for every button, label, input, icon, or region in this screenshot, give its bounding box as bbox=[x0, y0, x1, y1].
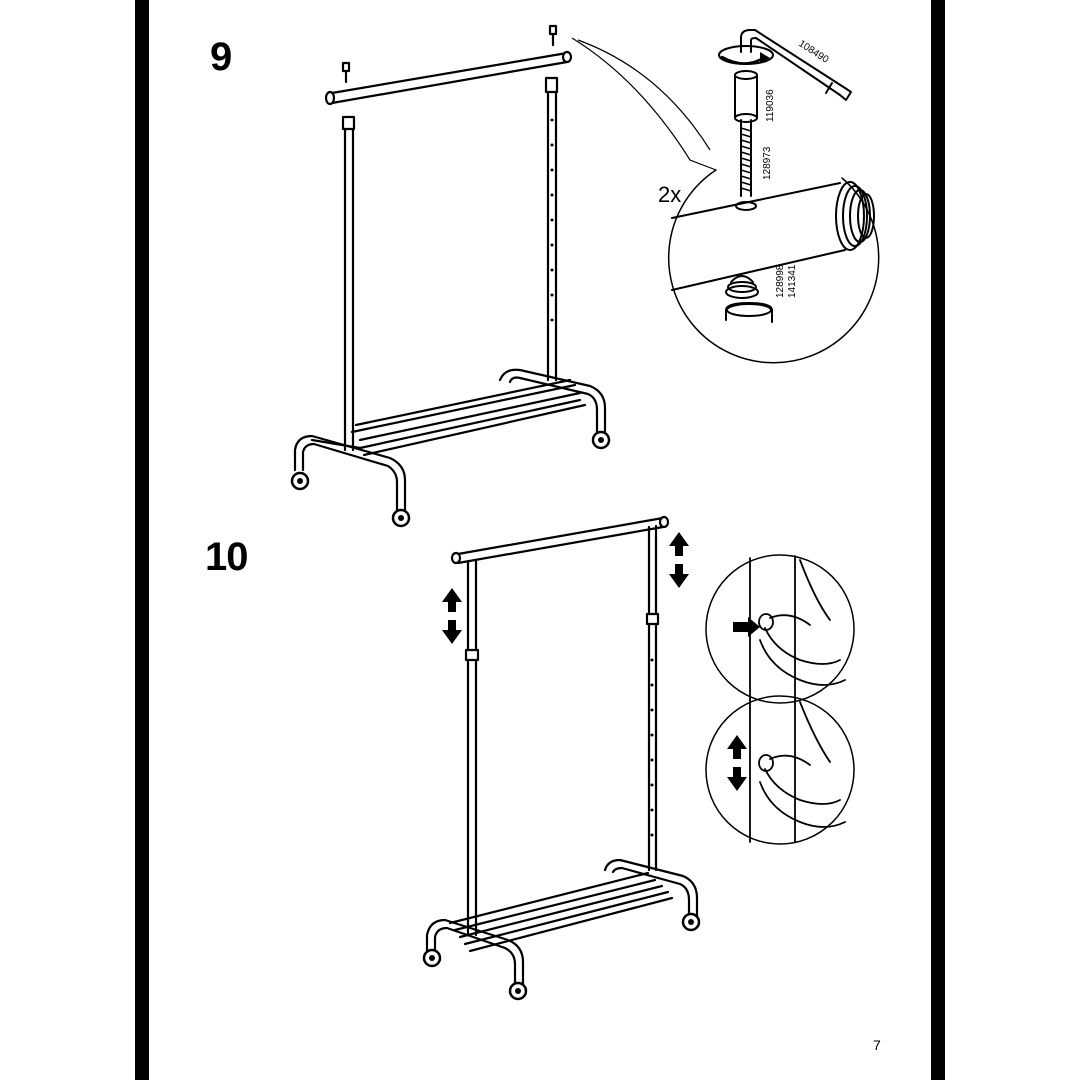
part-number-128998: 128998 bbox=[775, 264, 786, 298]
step10-rack-illustration bbox=[425, 515, 699, 990]
wheel bbox=[290, 471, 310, 491]
step-number-9: 9 bbox=[210, 35, 232, 79]
part-number-119036: 119036 bbox=[765, 89, 776, 122]
up-down-arrow-icon bbox=[669, 532, 689, 588]
step9-detail-illustration bbox=[667, 29, 880, 364]
wheel bbox=[422, 948, 442, 968]
quantity-label: 2x bbox=[658, 182, 681, 207]
step10-detail-adjust bbox=[705, 695, 855, 845]
up-down-arrow-icon bbox=[727, 735, 747, 791]
up-down-arrow-icon bbox=[442, 588, 462, 644]
left-border-bar bbox=[135, 0, 149, 1080]
part-number-128973: 128973 bbox=[762, 146, 773, 180]
push-arrow-icon bbox=[733, 617, 760, 637]
allen-key-icon bbox=[740, 29, 852, 101]
wheel bbox=[508, 981, 528, 1001]
wheel bbox=[391, 508, 411, 528]
part-number-141341: 141341 bbox=[787, 264, 798, 298]
right-border-bar bbox=[931, 0, 945, 1080]
step-number-10: 10 bbox=[205, 535, 248, 579]
page-number: 7 bbox=[873, 1037, 881, 1053]
part-number-108490: 108490 bbox=[796, 38, 830, 66]
wheel bbox=[681, 912, 701, 932]
screw-icon bbox=[734, 70, 758, 197]
step9-rack-illustration bbox=[293, 24, 607, 517]
step10-detail-push bbox=[705, 554, 855, 704]
wheel bbox=[591, 430, 611, 450]
